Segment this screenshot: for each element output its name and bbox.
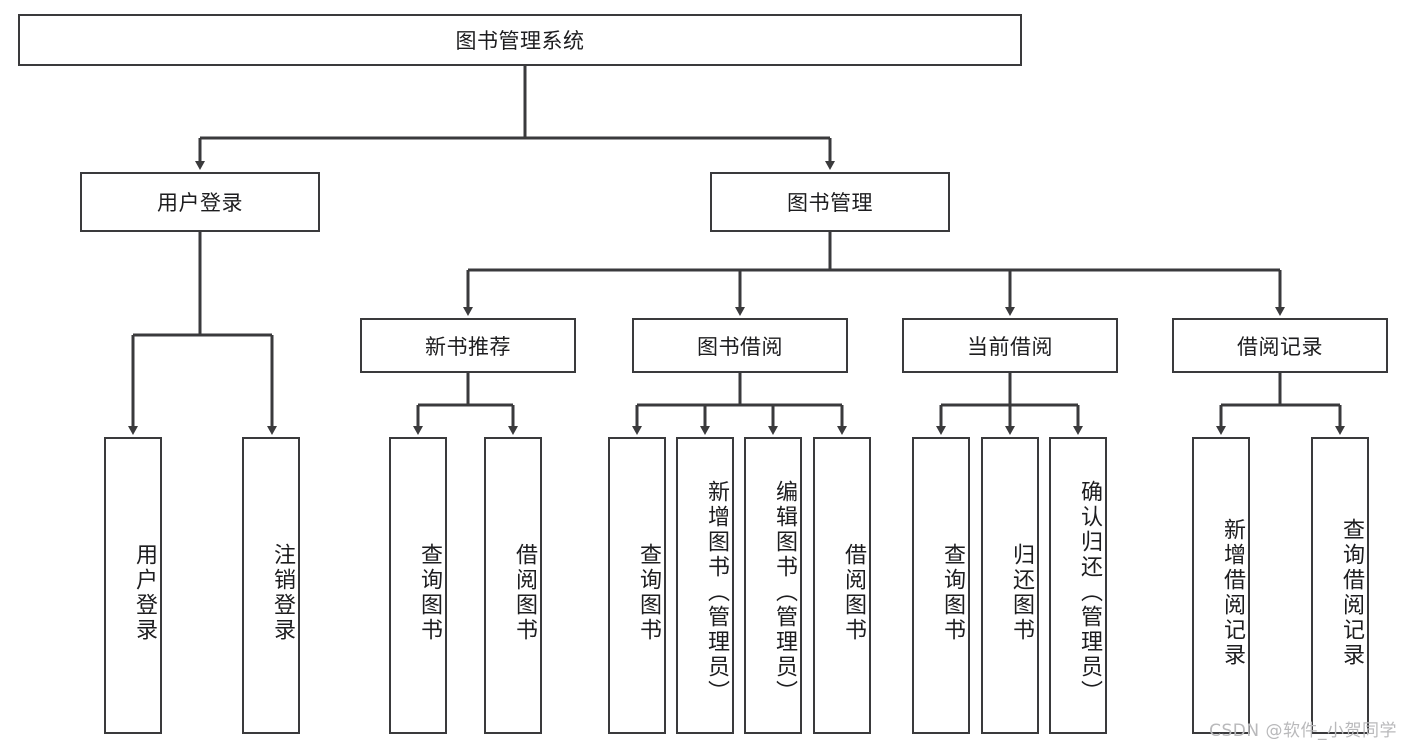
node-label: 用户登录 — [132, 542, 157, 643]
node-user-login[interactable]: 用户登录 — [80, 172, 320, 232]
node-leaf-query-book-1[interactable]: 查询图书 — [389, 437, 447, 734]
node-new-book-recommend[interactable]: 新书推荐 — [360, 318, 576, 373]
node-label: 查询借阅记录 — [1339, 517, 1364, 668]
node-leaf-query-book-2[interactable]: 查询图书 — [608, 437, 666, 734]
node-root-system[interactable]: 图书管理系统 — [18, 14, 1022, 66]
node-label: 图书管理 — [787, 191, 873, 215]
node-label: 查询图书 — [940, 542, 965, 643]
node-leaf-query-record[interactable]: 查询借阅记录 — [1311, 437, 1369, 734]
node-label: 借阅图书 — [841, 542, 866, 643]
node-leaf-edit-book[interactable]: 编辑图书（管理员） — [744, 437, 802, 734]
node-label: 编辑图书（管理员） — [772, 480, 797, 705]
node-label: 新增借阅记录 — [1220, 517, 1245, 668]
node-book-borrow[interactable]: 图书借阅 — [632, 318, 848, 373]
node-label: 确认归还（管理员） — [1077, 480, 1102, 705]
node-label: 借阅记录 — [1237, 334, 1323, 359]
node-current-borrow[interactable]: 当前借阅 — [902, 318, 1118, 373]
node-leaf-borrow-book-2[interactable]: 借阅图书 — [813, 437, 871, 734]
node-label: 当前借阅 — [967, 334, 1053, 359]
node-label: 图书借阅 — [697, 334, 783, 359]
node-leaf-borrow-book-1[interactable]: 借阅图书 — [484, 437, 542, 734]
csdn-watermark: CSDN @软件_小贺同学 — [1209, 721, 1397, 741]
node-leaf-confirm-return[interactable]: 确认归还（管理员） — [1049, 437, 1107, 734]
node-label: 借阅图书 — [512, 542, 537, 643]
node-label: 注销登录 — [270, 542, 295, 643]
node-label: 归还图书 — [1009, 542, 1034, 643]
node-book-manage[interactable]: 图书管理 — [710, 172, 950, 232]
node-label: 图书管理系统 — [455, 29, 585, 53]
node-leaf-query-book-3[interactable]: 查询图书 — [912, 437, 970, 734]
node-leaf-user-login[interactable]: 用户登录 — [104, 437, 162, 734]
node-label: 查询图书 — [636, 542, 661, 643]
node-label: 用户登录 — [157, 191, 243, 215]
node-label: 查询图书 — [417, 542, 442, 643]
node-leaf-add-book[interactable]: 新增图书（管理员） — [676, 437, 734, 734]
node-label: 新书推荐 — [425, 334, 511, 359]
node-leaf-add-record[interactable]: 新增借阅记录 — [1192, 437, 1250, 734]
node-leaf-logout-login[interactable]: 注销登录 — [242, 437, 300, 734]
node-label: 新增图书（管理员） — [704, 480, 729, 705]
node-borrow-record[interactable]: 借阅记录 — [1172, 318, 1388, 373]
node-leaf-return-book[interactable]: 归还图书 — [981, 437, 1039, 734]
